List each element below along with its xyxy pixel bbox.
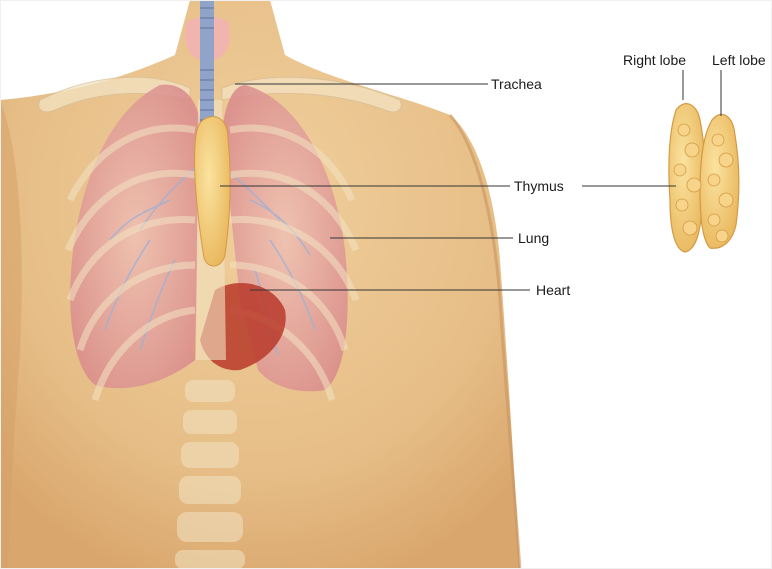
left-lobe-label: Left lobe (712, 52, 766, 68)
heart-label: Heart (536, 282, 570, 298)
right-lobe-label: Right lobe (623, 52, 686, 68)
trachea-label: Trachea (491, 76, 542, 92)
thymus-label: Thymus (514, 178, 564, 194)
isolated-thymus (669, 104, 739, 252)
lung-label: Lung (518, 230, 549, 246)
